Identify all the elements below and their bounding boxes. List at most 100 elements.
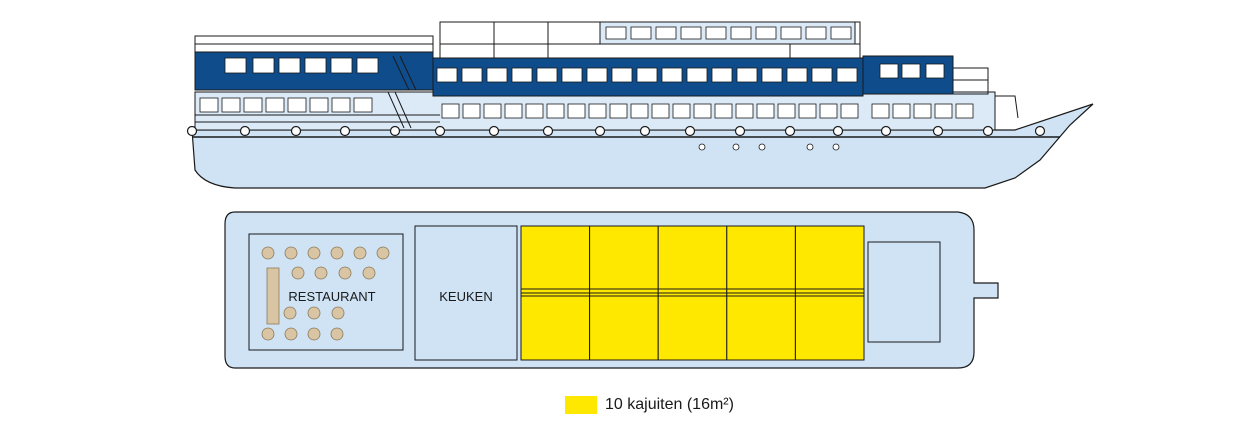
window	[955, 103, 974, 119]
fender	[932, 125, 944, 137]
fender	[639, 125, 651, 137]
window	[805, 26, 827, 40]
window	[780, 26, 802, 40]
window	[777, 103, 796, 119]
window	[711, 67, 733, 83]
window	[436, 67, 458, 83]
fender	[880, 125, 892, 137]
cabin	[589, 292, 659, 361]
window	[755, 26, 777, 40]
cabin	[520, 292, 591, 361]
restaurant-label: RESTAURANT	[288, 289, 375, 304]
fender	[290, 125, 302, 137]
hull-portholes	[698, 143, 840, 151]
fender	[594, 125, 606, 137]
window	[630, 103, 649, 119]
kitchen-label: KEUKEN	[439, 289, 492, 304]
dining-table	[261, 246, 275, 260]
window	[353, 97, 373, 113]
dining-table	[353, 246, 367, 260]
fender	[734, 125, 746, 137]
window	[819, 103, 838, 119]
cabin	[794, 225, 865, 294]
window	[483, 103, 502, 119]
window	[331, 97, 351, 113]
cabin	[520, 225, 591, 294]
window	[892, 103, 911, 119]
cabin	[589, 225, 659, 294]
window	[561, 67, 583, 83]
window	[736, 67, 758, 83]
window	[309, 97, 329, 113]
fender	[186, 125, 198, 137]
window	[224, 57, 247, 74]
cabin	[657, 225, 728, 294]
cabin	[726, 292, 796, 361]
cabin	[726, 225, 796, 294]
window	[536, 67, 558, 83]
window	[786, 67, 808, 83]
fender	[239, 125, 251, 137]
ship-side-view	[186, 21, 1094, 189]
window	[840, 103, 859, 119]
window	[811, 67, 833, 83]
cabin	[794, 292, 865, 361]
fender	[832, 125, 844, 137]
window	[511, 67, 533, 83]
dining-table	[284, 327, 298, 341]
cabin	[657, 292, 728, 361]
window	[672, 103, 691, 119]
fender	[389, 125, 401, 137]
window	[871, 103, 890, 119]
fender	[542, 125, 554, 137]
dining-table	[331, 306, 345, 320]
fender	[684, 125, 696, 137]
window	[287, 97, 307, 113]
window	[934, 103, 953, 119]
hull-side	[191, 103, 1094, 189]
window	[504, 103, 523, 119]
window	[546, 103, 565, 119]
dining-table	[376, 246, 390, 260]
dining-table	[330, 327, 344, 341]
window	[925, 63, 945, 79]
window	[605, 26, 627, 40]
window	[655, 26, 677, 40]
window	[798, 103, 817, 119]
dining-table	[291, 266, 305, 280]
window	[609, 103, 628, 119]
cabin-swatch	[565, 396, 597, 414]
window	[661, 67, 683, 83]
window	[221, 97, 241, 113]
window	[756, 103, 775, 119]
dining-table	[307, 327, 321, 341]
window	[636, 67, 658, 83]
window	[525, 103, 544, 119]
window	[304, 57, 327, 74]
window	[356, 57, 379, 74]
window	[486, 67, 508, 83]
window	[278, 57, 301, 74]
window	[588, 103, 607, 119]
window	[913, 103, 932, 119]
window	[651, 103, 670, 119]
window	[199, 97, 219, 113]
window	[705, 26, 727, 40]
bow-room	[867, 241, 941, 343]
dining-table	[261, 327, 275, 341]
window	[879, 63, 899, 79]
dining-table	[284, 246, 298, 260]
window	[441, 103, 460, 119]
window	[730, 26, 752, 40]
window	[901, 63, 921, 79]
window	[461, 67, 483, 83]
kitchen-room	[414, 225, 518, 361]
dining-table	[307, 306, 321, 320]
fender	[982, 125, 994, 137]
window	[611, 67, 633, 83]
window	[680, 26, 702, 40]
dining-table	[362, 266, 376, 280]
dining-table	[330, 246, 344, 260]
window	[252, 57, 275, 74]
